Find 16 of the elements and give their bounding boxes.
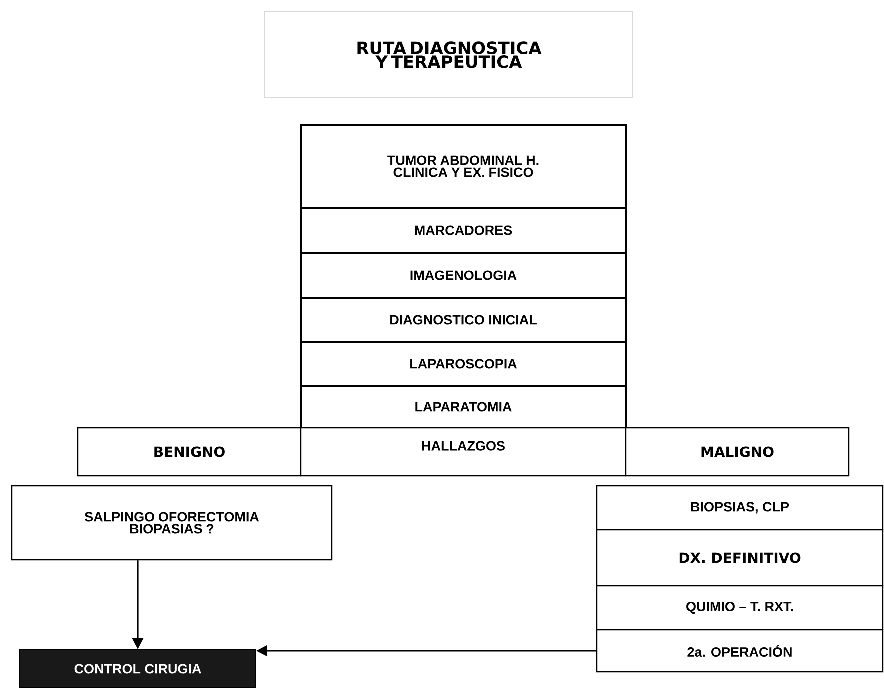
step-box: IMAGENOLOGIA — [300, 252, 627, 299]
step-box: TUMOR ABDOMINAL H. CLINICA Y EX. FISICO — [300, 124, 627, 209]
step-box: 2a. OPERACIÓN — [596, 629, 884, 673]
step-box: SALPINGO OFORECTOMIA BIOPASIAS ? — [11, 485, 333, 561]
result-box: CONTROL CIRUGIA — [20, 650, 256, 688]
step-box: MARCADORES — [300, 207, 627, 254]
title-box: RUTA DIAGNOSTICA Y TERAPEUTICA — [264, 12, 634, 98]
step-box: BIOPSIAS, CLP — [596, 485, 884, 531]
outcome-box: BENIGNO — [77, 427, 302, 477]
outcome-box: DX. DEFINITIVO — [596, 529, 884, 587]
step-box: DIAGNOSTICO INICIAL — [300, 297, 627, 343]
step-box: LAPAROSCOPIA — [300, 341, 627, 387]
step-box: LAPARATOMIA — [300, 385, 627, 429]
step-box: HALLAZGOS — [300, 427, 627, 477]
outcome-box: MALIGNO — [625, 427, 850, 477]
step-box: QUIMIO – T. RXT. — [596, 585, 884, 631]
